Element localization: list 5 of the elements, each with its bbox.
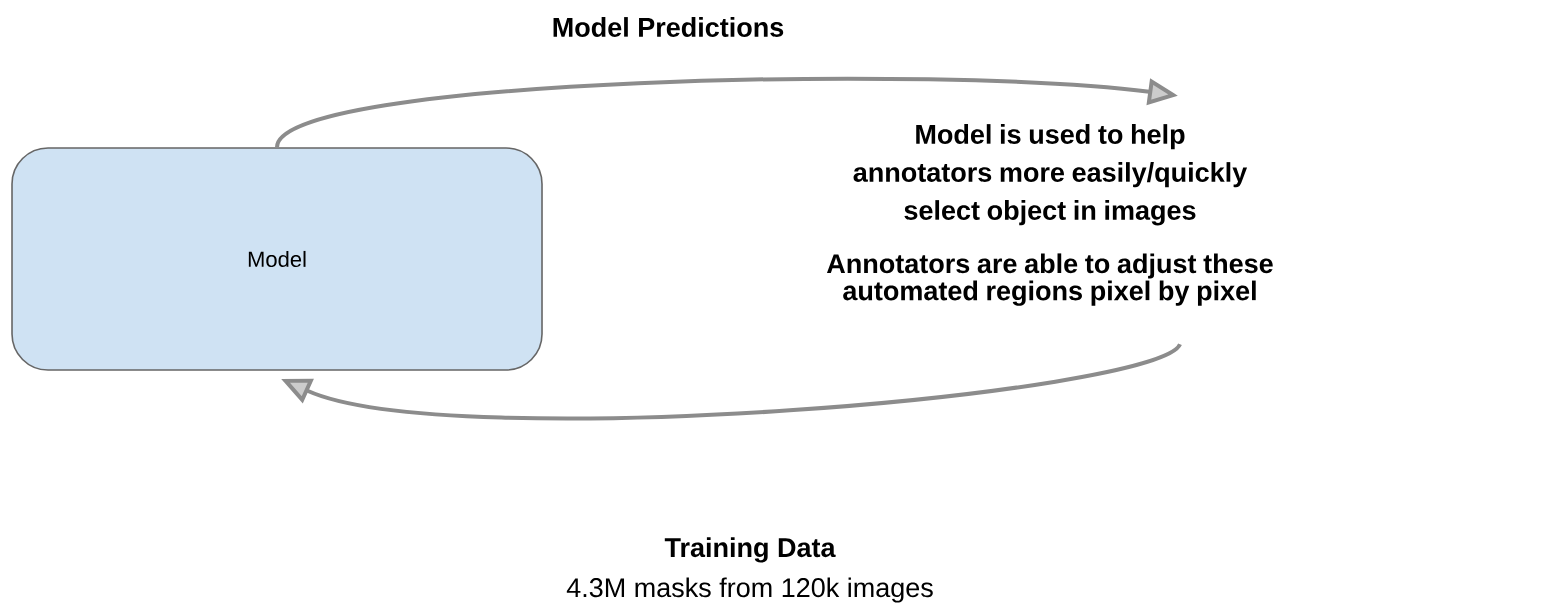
edge-label: Model Predictions bbox=[553, 17, 784, 37]
model-box: Model bbox=[11, 147, 543, 371]
edge-label: Training Data bbox=[664, 537, 836, 563]
caption-text: 4.3M masks from 120k images bbox=[566, 577, 933, 603]
description-text: Model is used to help annotators more easily/quickly select object in images Annotators are able to adjust these automated regions pixel by pixel bbox=[826, 124, 1273, 306]
